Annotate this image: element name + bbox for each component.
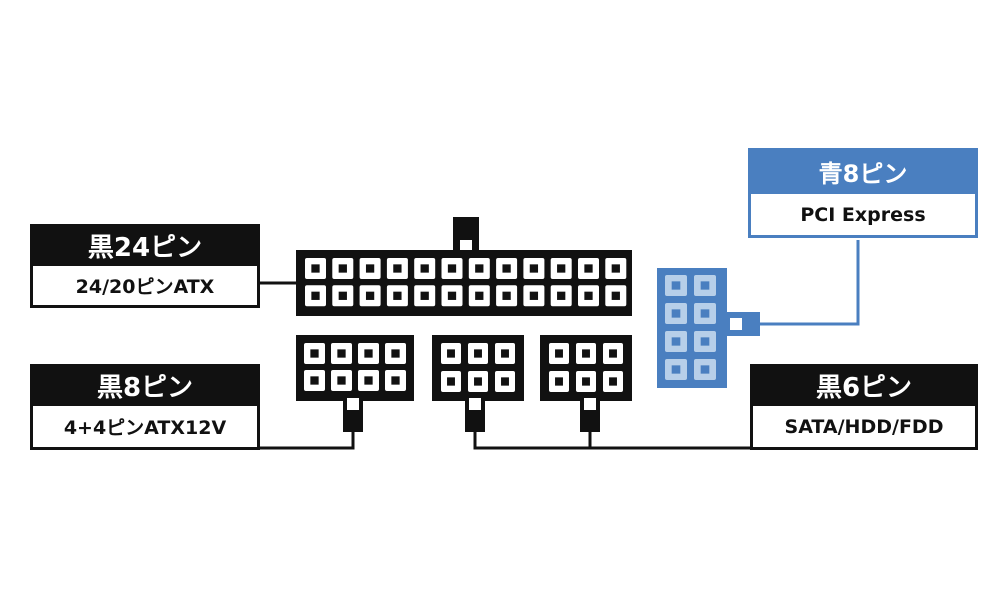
- atx24-pin-hole: [338, 291, 347, 300]
- atx24-pin-hole: [584, 291, 593, 300]
- label-sata: 黒6ピン SATA/HDD/FDD: [750, 364, 978, 450]
- atx24-pin-hole: [393, 264, 402, 273]
- atx12v-pin-hole: [364, 376, 373, 385]
- atx24-pin-hole: [311, 291, 320, 300]
- atx12v-pin-hole: [364, 349, 373, 358]
- atx24-pin-hole: [502, 291, 511, 300]
- atx24-pin-hole: [529, 291, 539, 300]
- atx24-pin-hole: [420, 264, 429, 273]
- sata-pin-2-hole: [582, 349, 590, 358]
- pcie-pin-hole: [700, 337, 710, 346]
- wire-6pin-a: [473, 432, 750, 450]
- sata-pin-1-hole: [474, 349, 482, 358]
- label-atx24-subtitle: 24/20ピンATX: [30, 266, 260, 308]
- label-atx12v: 黒8ピン 4+4ピンATX12V: [30, 364, 260, 450]
- atx12v-pin-hole: [310, 376, 319, 385]
- atx24-pin-hole: [447, 291, 457, 300]
- wire-pcie: [760, 240, 860, 326]
- atx12v-latch-notch: [347, 398, 359, 410]
- sata-pin-2-hole: [555, 349, 563, 358]
- label-sata-title: 黒6ピン: [750, 364, 978, 406]
- pcie-pin-hole: [671, 281, 681, 290]
- atx24-pin-hole: [557, 291, 566, 300]
- sata-latch-notch-2: [584, 398, 596, 410]
- atx24-pin-hole: [311, 264, 320, 273]
- atx24-pin-hole: [611, 264, 620, 273]
- sata-pin-2-hole: [555, 377, 563, 386]
- sata-pin-1-hole: [501, 377, 509, 386]
- sata-pin-2-hole: [609, 377, 617, 386]
- sata-pin-2-hole: [582, 377, 590, 386]
- atx12v-pin-hole: [391, 349, 400, 358]
- atx12v-pin-hole: [391, 376, 400, 385]
- sata-pin-1-hole: [447, 349, 455, 358]
- atx24-pin-hole: [393, 291, 402, 300]
- atx12v-pin-hole: [310, 349, 319, 358]
- atx12v-pin-hole: [337, 376, 346, 385]
- label-pcie: 青8ピン PCI Express: [748, 148, 978, 238]
- label-atx12v-subtitle: 4+4ピンATX12V: [30, 406, 260, 450]
- atx24-latch-notch: [460, 240, 472, 252]
- pcie-pin-hole: [700, 365, 710, 374]
- label-atx24-title: 黒24ピン: [30, 224, 260, 266]
- atx24-pin-hole: [338, 264, 347, 273]
- label-atx24: 黒24ピン 24/20ピンATX: [30, 224, 260, 308]
- atx24-pin-hole: [529, 264, 539, 273]
- label-atx12v-title: 黒8ピン: [30, 364, 260, 406]
- label-pcie-subtitle: PCI Express: [748, 194, 978, 238]
- atx24-pin-hole: [420, 291, 429, 300]
- pcie-latch-notch: [730, 318, 742, 330]
- pcie-pin-hole: [700, 309, 710, 318]
- atx24-pin-hole: [365, 264, 375, 273]
- atx24-pin-hole: [611, 291, 620, 300]
- atx24-pin-hole: [502, 264, 511, 273]
- sata-latch-notch-1: [469, 398, 481, 410]
- atx24-pin-hole: [584, 264, 593, 273]
- pcie-pin-hole: [671, 309, 681, 318]
- atx24-pin-hole: [475, 291, 484, 300]
- sata-pin-2-hole: [609, 349, 617, 358]
- atx24-pin-hole: [447, 264, 457, 273]
- sata-pin-1-hole: [501, 349, 509, 358]
- pcie-pin-hole: [671, 337, 681, 346]
- atx12v-pin-hole: [337, 349, 346, 358]
- atx24-pin-hole: [475, 264, 484, 273]
- atx24-pin-hole: [557, 264, 566, 273]
- atx24-pin-hole: [365, 291, 375, 300]
- wire-atx12v: [260, 432, 355, 450]
- label-pcie-title: 青8ピン: [748, 148, 978, 194]
- label-sata-subtitle: SATA/HDD/FDD: [750, 406, 978, 450]
- pcie-pin-hole: [671, 365, 681, 374]
- sata-pin-1-hole: [474, 377, 482, 386]
- pcie-pin-hole: [700, 281, 710, 290]
- sata-pin-1-hole: [447, 377, 455, 386]
